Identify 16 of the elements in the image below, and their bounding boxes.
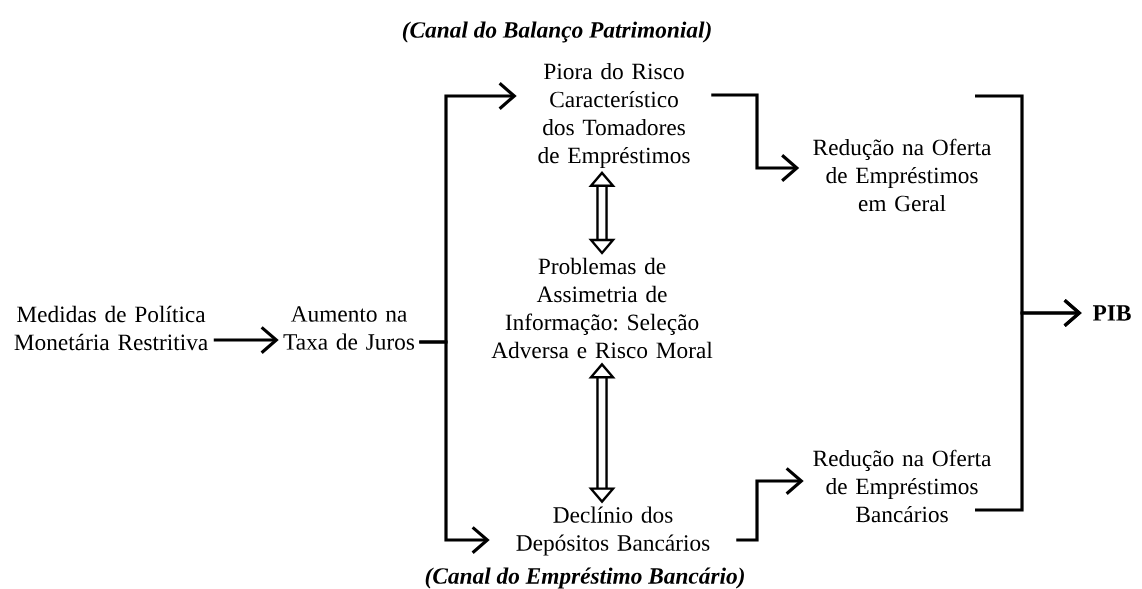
arrow bbox=[736, 467, 804, 542]
channel-caption: (Canal do Empréstimo Bancário) bbox=[425, 567, 744, 589]
arrow bbox=[213, 326, 279, 354]
step-text: Redução na Oferta de Empréstimos Bancários bbox=[813, 449, 992, 523]
step-text: Problemas de Assimetria de Informação: Seleção Adversa e Risco Moral bbox=[491, 257, 713, 359]
step-text: Declínio dos Depósitos Bancários bbox=[516, 506, 710, 556]
result-text: PIB bbox=[1092, 305, 1131, 321]
arrow bbox=[711, 93, 800, 182]
step-text: Aumento na Taxa de Juros bbox=[283, 306, 415, 350]
arrow bbox=[975, 299, 1082, 512]
channel-caption: (Canal do Balanço Patrimonial) bbox=[402, 21, 711, 43]
step-text: Medidas de Política Monetária Restritiva bbox=[14, 305, 208, 351]
double-arrow bbox=[588, 171, 616, 255]
step-text: Redução na Oferta de Empréstimos em Geral bbox=[813, 138, 992, 212]
arrow bbox=[419, 340, 490, 554]
step-text: Piora do Risco Característico dos Tomadores de Empréstimos bbox=[538, 62, 690, 169]
